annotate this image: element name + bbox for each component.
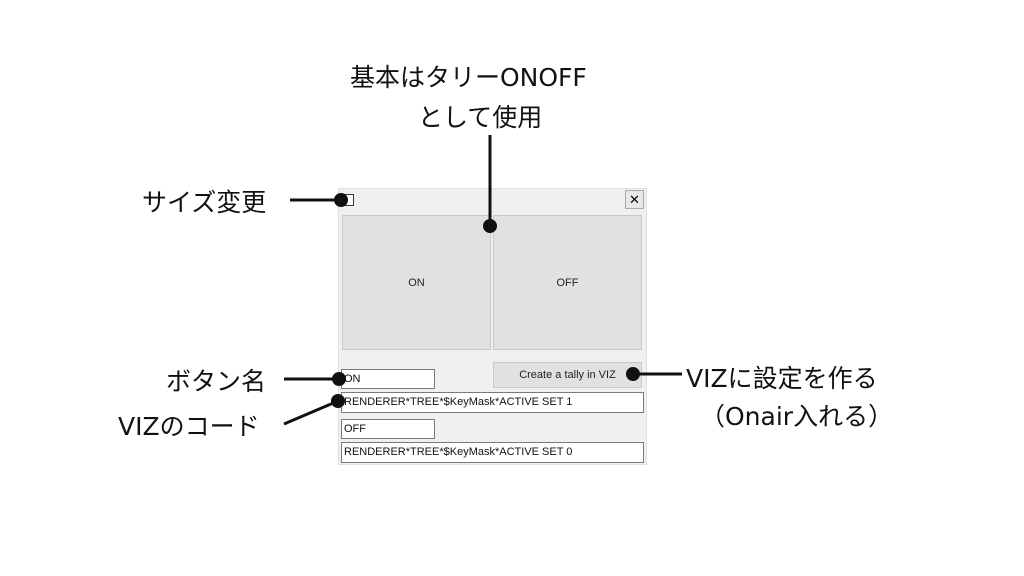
- annotation-create-1: VIZに設定を作る: [686, 364, 878, 393]
- dot-viz-code: [331, 394, 345, 408]
- annotation-main-1: 基本はタリーONOFF: [350, 63, 587, 92]
- on-code-input[interactable]: RENDERER*TREE*$KeyMask*ACTIVE SET 1: [341, 392, 644, 413]
- dot-create: [626, 367, 640, 381]
- annotation-create-2: （Onair入れる）: [700, 402, 894, 431]
- on-button[interactable]: ON: [342, 215, 491, 350]
- tally-window: ✕ ON OFF Create a tally in VIZ ON RENDER…: [338, 188, 647, 465]
- annotation-viz-code: VIZのコード: [118, 412, 260, 441]
- dot-button-name: [332, 372, 346, 386]
- on-name-input[interactable]: ON: [341, 369, 435, 389]
- off-code-input[interactable]: RENDERER*TREE*$KeyMask*ACTIVE SET 0: [341, 442, 644, 463]
- create-tally-button[interactable]: Create a tally in VIZ: [493, 362, 642, 388]
- dot-resize: [334, 193, 348, 207]
- annotation-resize: サイズ変更: [142, 188, 267, 217]
- off-button[interactable]: OFF: [493, 215, 642, 350]
- leader-viz-code: [283, 399, 339, 426]
- off-name-input[interactable]: OFF: [341, 419, 435, 439]
- annotation-main-2: として使用: [418, 103, 543, 132]
- dot-main: [483, 219, 497, 233]
- close-button[interactable]: ✕: [625, 190, 644, 209]
- annotation-button-name: ボタン名: [166, 367, 267, 396]
